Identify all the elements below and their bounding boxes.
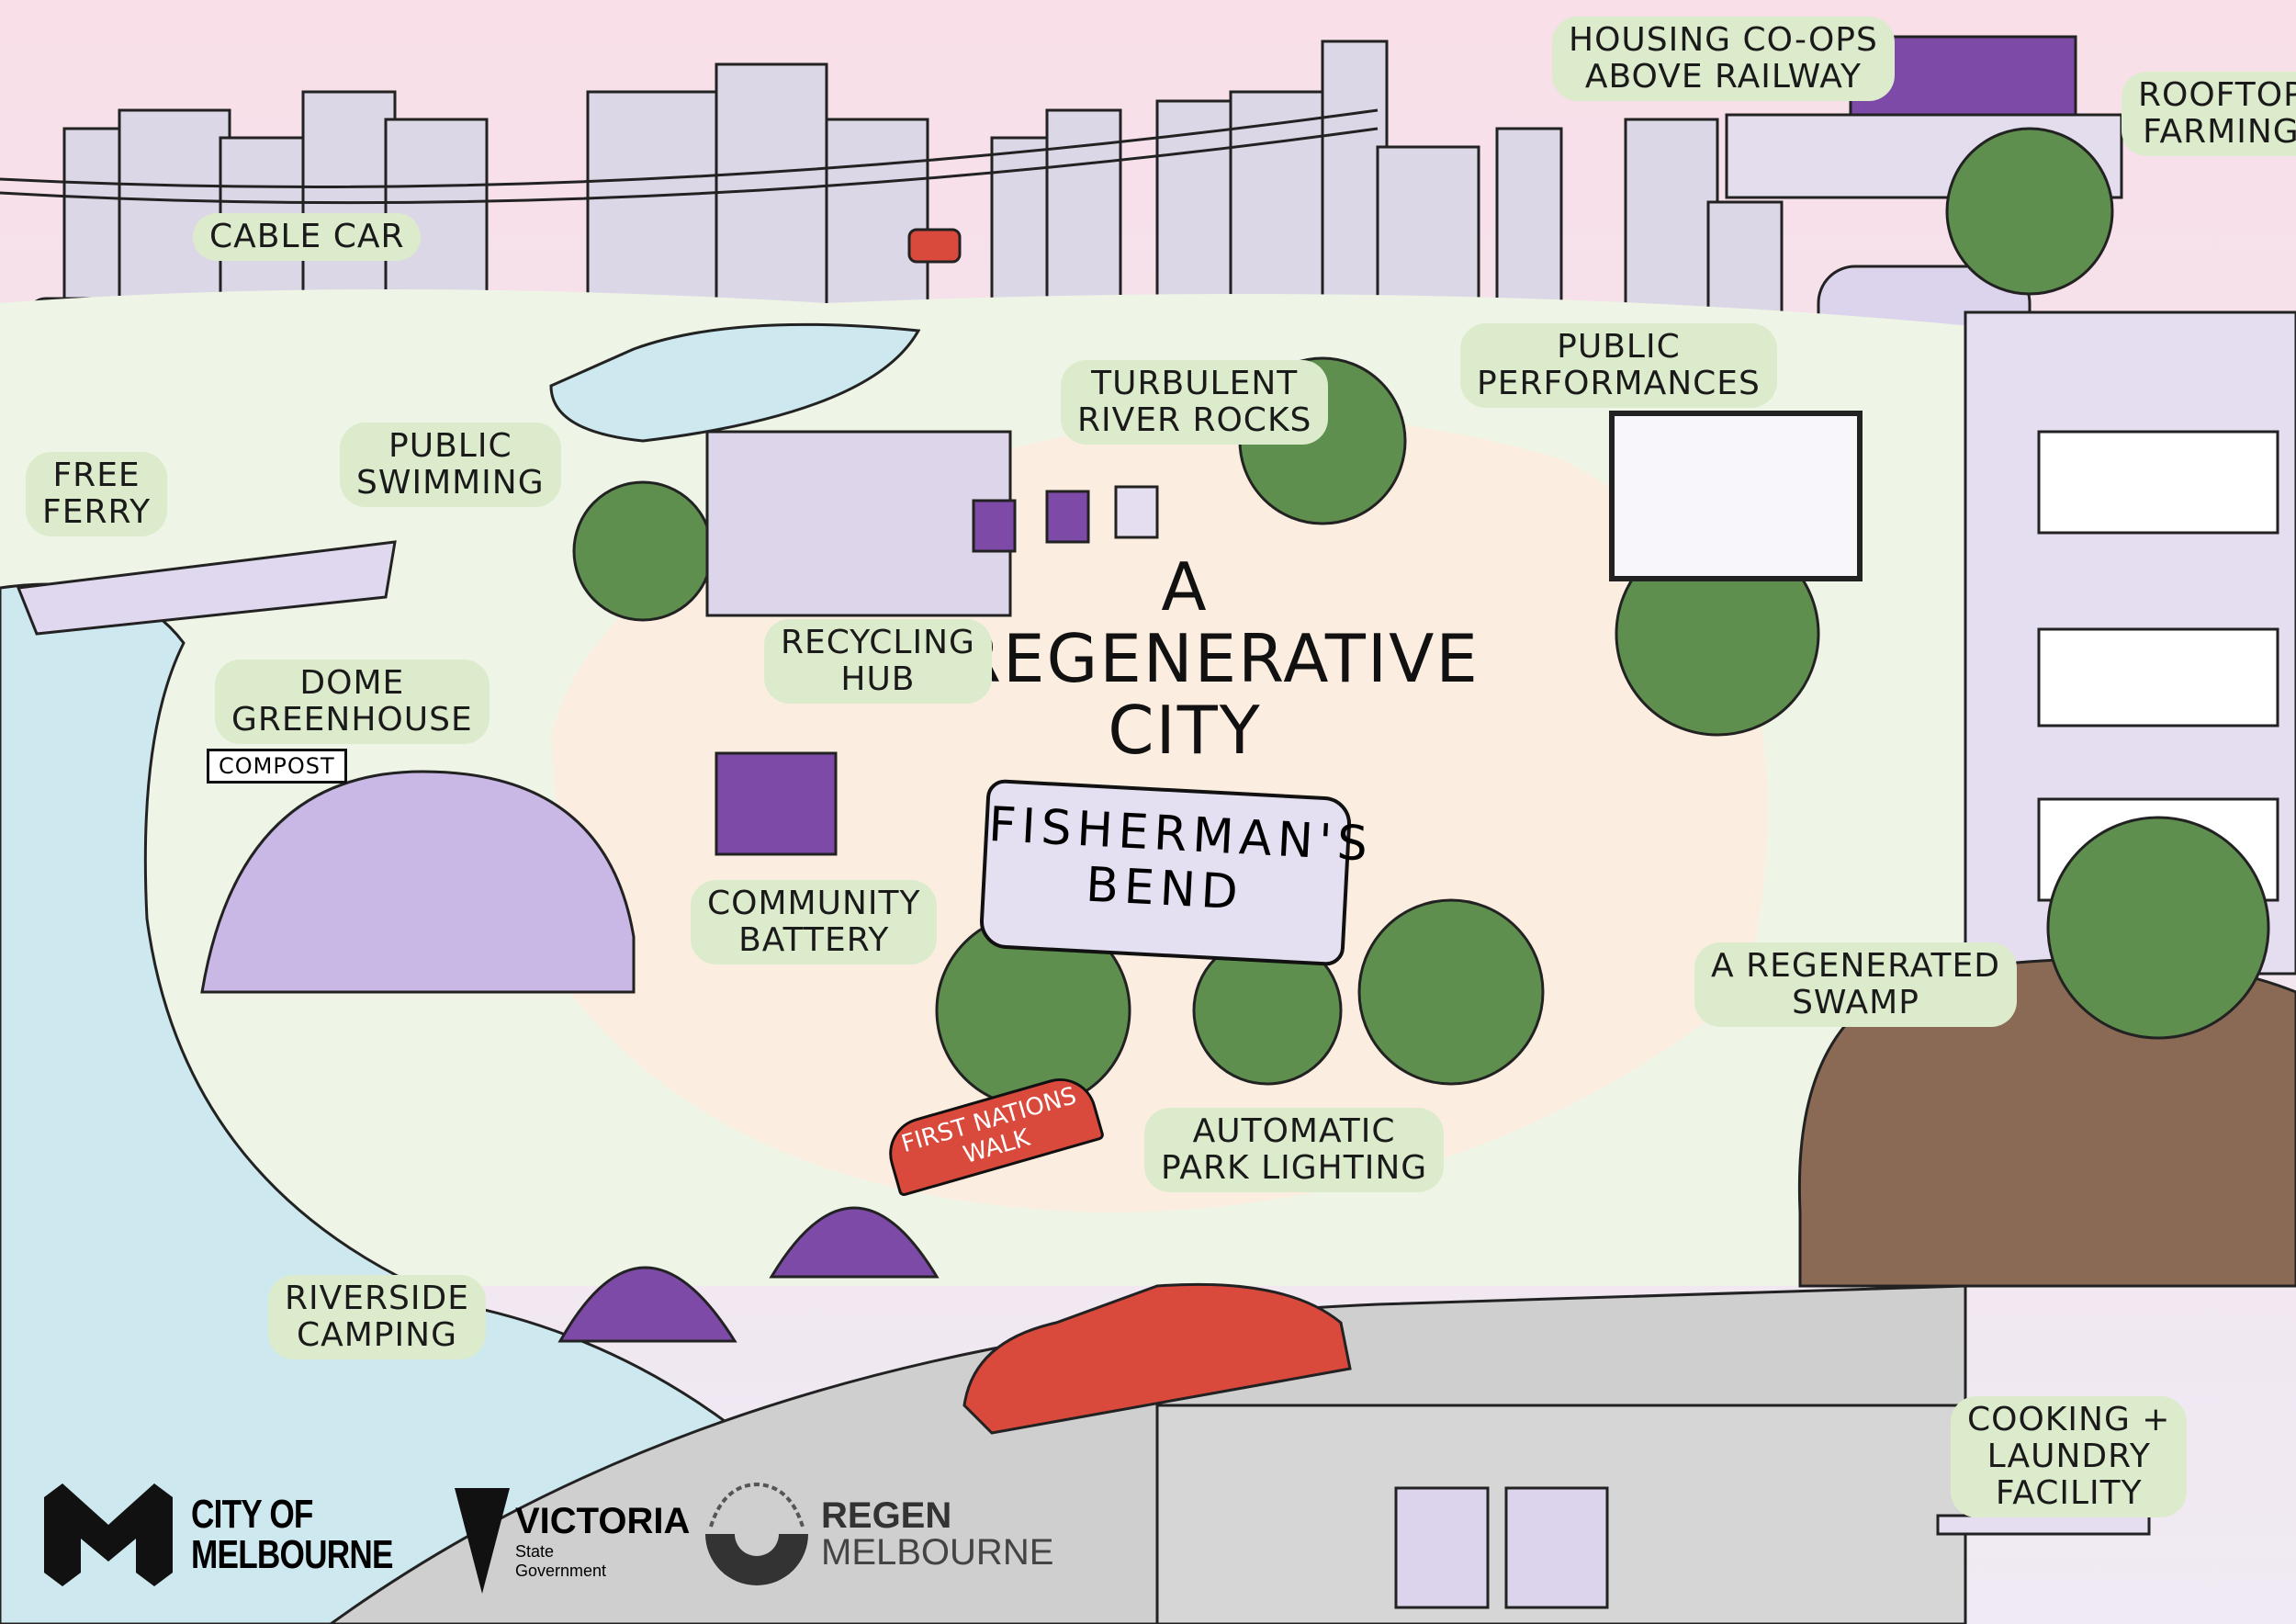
label-text: LAUNDRY: [1986, 1438, 2151, 1475]
swimming-river: [549, 322, 921, 443]
label-text: A REGENERATED: [1711, 947, 2000, 985]
logo-line: State: [515, 1542, 555, 1561]
label-text: GREENHOUSE: [231, 701, 473, 739]
dome-greenhouse: [200, 770, 636, 994]
label-text: ROOFTOP: [2138, 76, 2296, 114]
label-cable-car: CABLE CAR: [193, 213, 422, 261]
washing-machines: [1394, 1486, 1609, 1609]
label-text: SWAMP: [1792, 984, 1919, 1021]
label-text: ABOVE RAILWAY: [1584, 58, 1863, 96]
title-line: REGENERATIVE: [955, 620, 1480, 697]
regen-melbourne-logo: REGEN MELBOURNE: [705, 1481, 1053, 1586]
label-text: PUBLIC: [388, 427, 512, 465]
label-text: FARMING: [2143, 113, 2296, 151]
label-text: FREE: [52, 457, 141, 494]
city-of-melbourne-m-icon: [44, 1483, 173, 1586]
label-text: RECYCLING: [781, 624, 975, 661]
label-text: PARK LIGHTING: [1161, 1149, 1428, 1187]
title-line: A: [1161, 548, 1209, 626]
logo-line: CITY OF: [191, 1492, 313, 1537]
regen-ring-icon: [705, 1482, 808, 1585]
logo-line: MELBOURNE: [191, 1532, 393, 1577]
city-of-melbourne-text: CITY OF MELBOURNE: [191, 1494, 444, 1575]
performance-stage: [1609, 411, 1863, 581]
bins: [972, 485, 1159, 553]
label-text: DOME: [299, 664, 405, 702]
car: [962, 1282, 1352, 1435]
compost-sign: COMPOST: [207, 749, 347, 784]
victoria-state-government-logo: VICTORIA State Government: [455, 1488, 690, 1594]
city-of-melbourne-logo: CITY OF MELBOURNE: [44, 1483, 444, 1586]
label-text: HUB: [840, 660, 916, 698]
label-text: FACILITY: [1995, 1474, 2143, 1512]
logo-line: VICTORIA: [515, 1501, 691, 1541]
logo-line: Government: [515, 1562, 607, 1580]
victoria-text: VICTORIA State Government: [515, 1501, 690, 1581]
logo-line: REGEN: [821, 1494, 952, 1536]
title-line: CITY: [1108, 692, 1262, 769]
map-title: A REGENERATIVE CITY: [955, 548, 1480, 769]
label-text: CAMPING: [296, 1316, 457, 1354]
label-text: RIVER ROCKS: [1077, 401, 1312, 439]
label-text: PERFORMANCES: [1477, 365, 1761, 402]
recycling-container: [705, 430, 1012, 617]
label-text: HOUSING CO-OPS: [1569, 21, 1878, 59]
fishermans-bend-banner: FISHERMAN'S BEND: [978, 778, 1374, 967]
label-text: CABLE CAR: [209, 218, 405, 255]
community-battery: [715, 751, 838, 856]
picnic-table: [1936, 1514, 2151, 1536]
victoria-triangle-icon: [455, 1488, 510, 1594]
label-text: COMMUNITY: [707, 885, 921, 922]
label-text: BATTERY: [738, 921, 890, 959]
label-text: TURBULENT: [1091, 365, 1299, 402]
label-text: AUTOMATIC: [1192, 1112, 1396, 1150]
ferry: [16, 540, 397, 636]
label-text: SWIMMING: [356, 464, 545, 502]
label-text: COOKING +: [1967, 1401, 2171, 1438]
label-text: RIVERSIDE: [285, 1280, 469, 1317]
regen-text: REGEN MELBOURNE: [821, 1497, 1053, 1571]
tents: [557, 1206, 940, 1343]
label-text: FERRY: [42, 493, 152, 531]
river: [0, 582, 920, 1624]
logo-line: MELBOURNE: [821, 1531, 1054, 1573]
label-text: PUBLIC: [1557, 328, 1681, 366]
